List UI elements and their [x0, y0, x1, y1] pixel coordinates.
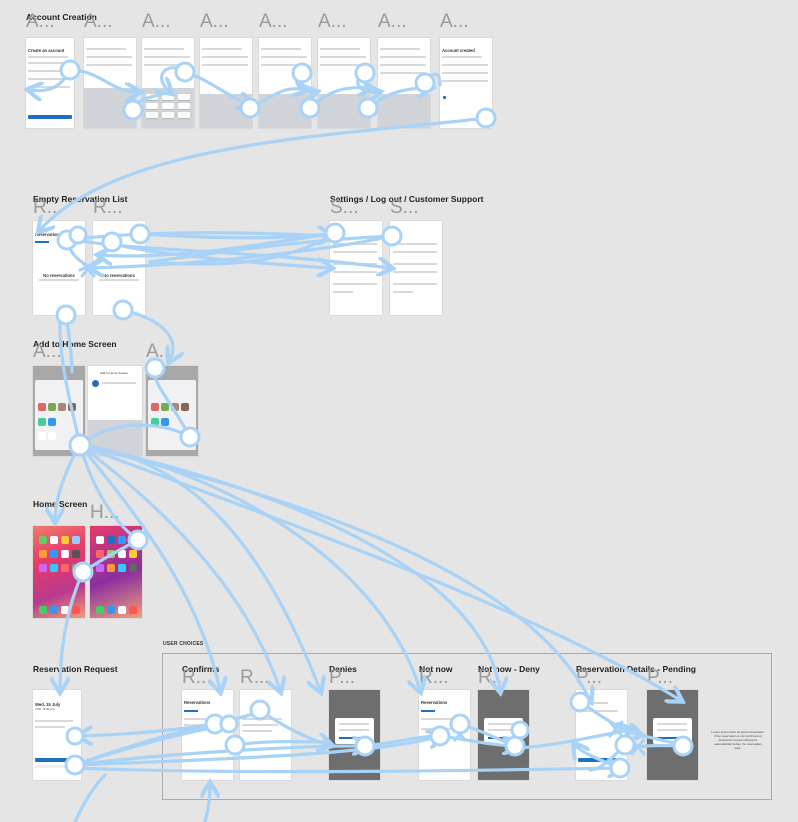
frame-label-account-8: A...: [440, 11, 469, 32]
frame-label-account-7: A...: [378, 11, 407, 32]
frame-label-choice-7: P...: [647, 667, 674, 688]
pending-note: Lorem ipsum dolor sit amet consectetur. …: [711, 730, 765, 750]
frame-label-settings-2: S...: [390, 197, 419, 218]
screen-account-step-7[interactable]: [378, 38, 430, 128]
screen-create-account[interactable]: Create an account: [26, 38, 74, 128]
screen-share-sheet-2[interactable]: [146, 366, 198, 456]
section-title-add-to-home: Add to Home Screen: [33, 339, 117, 349]
confirm-button[interactable]: [35, 758, 79, 762]
empty-title: No reservations: [43, 273, 75, 278]
frame-label-choice-2: R...: [240, 667, 270, 688]
frame-label-account-3: A...: [142, 11, 171, 32]
screen-heading: Account created: [442, 48, 475, 53]
section-title-settings: Settings / Log out / Customer Support: [330, 194, 484, 204]
create-account-button[interactable]: [28, 115, 72, 119]
keyboard[interactable]: [378, 94, 430, 128]
empty-title: No reservations: [103, 273, 135, 278]
section-title-confirms: Confirms: [182, 664, 220, 674]
frame-label-choice-6: P...: [576, 667, 603, 688]
section-title-not-now: Not now: [419, 664, 453, 674]
screen-heading: Reservations: [421, 700, 448, 705]
section-title-reservation-details-pending: Reservation Details - Pending: [576, 664, 696, 674]
frame-label-empty-2: R...: [93, 197, 123, 218]
section-title-reservation-request: Reservation Request: [33, 664, 118, 674]
add-to-home-heading: Add to Home Screen: [100, 371, 128, 375]
frame-label-settings-1: S...: [330, 197, 359, 218]
frame-label-account-5: A...: [259, 11, 288, 32]
user-choices-group-box: [162, 653, 772, 800]
frame-label-add-home-1: A...: [33, 341, 62, 362]
section-title-home-screen: Home Screen: [33, 499, 88, 509]
frame-label-account-4: A...: [200, 11, 229, 32]
reservation-time: 7:00 - 8:30 pm: [35, 707, 55, 711]
section-title-account-creation: Account Creation: [26, 12, 97, 22]
frame-label-home-2: H...: [90, 502, 120, 523]
checkbox[interactable]: [443, 96, 446, 99]
frame-label-account-2: A...: [84, 11, 113, 32]
screen-heading: Create an account: [28, 48, 65, 53]
frame-label-account-1: A...: [26, 11, 55, 32]
reservation-date: Wed, 15 July: [35, 702, 61, 707]
frame-label-choice-3: P...: [329, 667, 356, 688]
frame-label-choice-1: R...: [182, 667, 212, 688]
section-title-not-now-deny: Not now - Deny: [478, 664, 540, 674]
group-label-user-choices: USER CHOICES: [163, 641, 204, 647]
frame-label-empty-1: R...: [33, 197, 63, 218]
section-title-denies: Denies: [329, 664, 357, 674]
screen-heading: Reservations: [184, 700, 211, 705]
frame-label-account-6: A...: [318, 11, 347, 32]
